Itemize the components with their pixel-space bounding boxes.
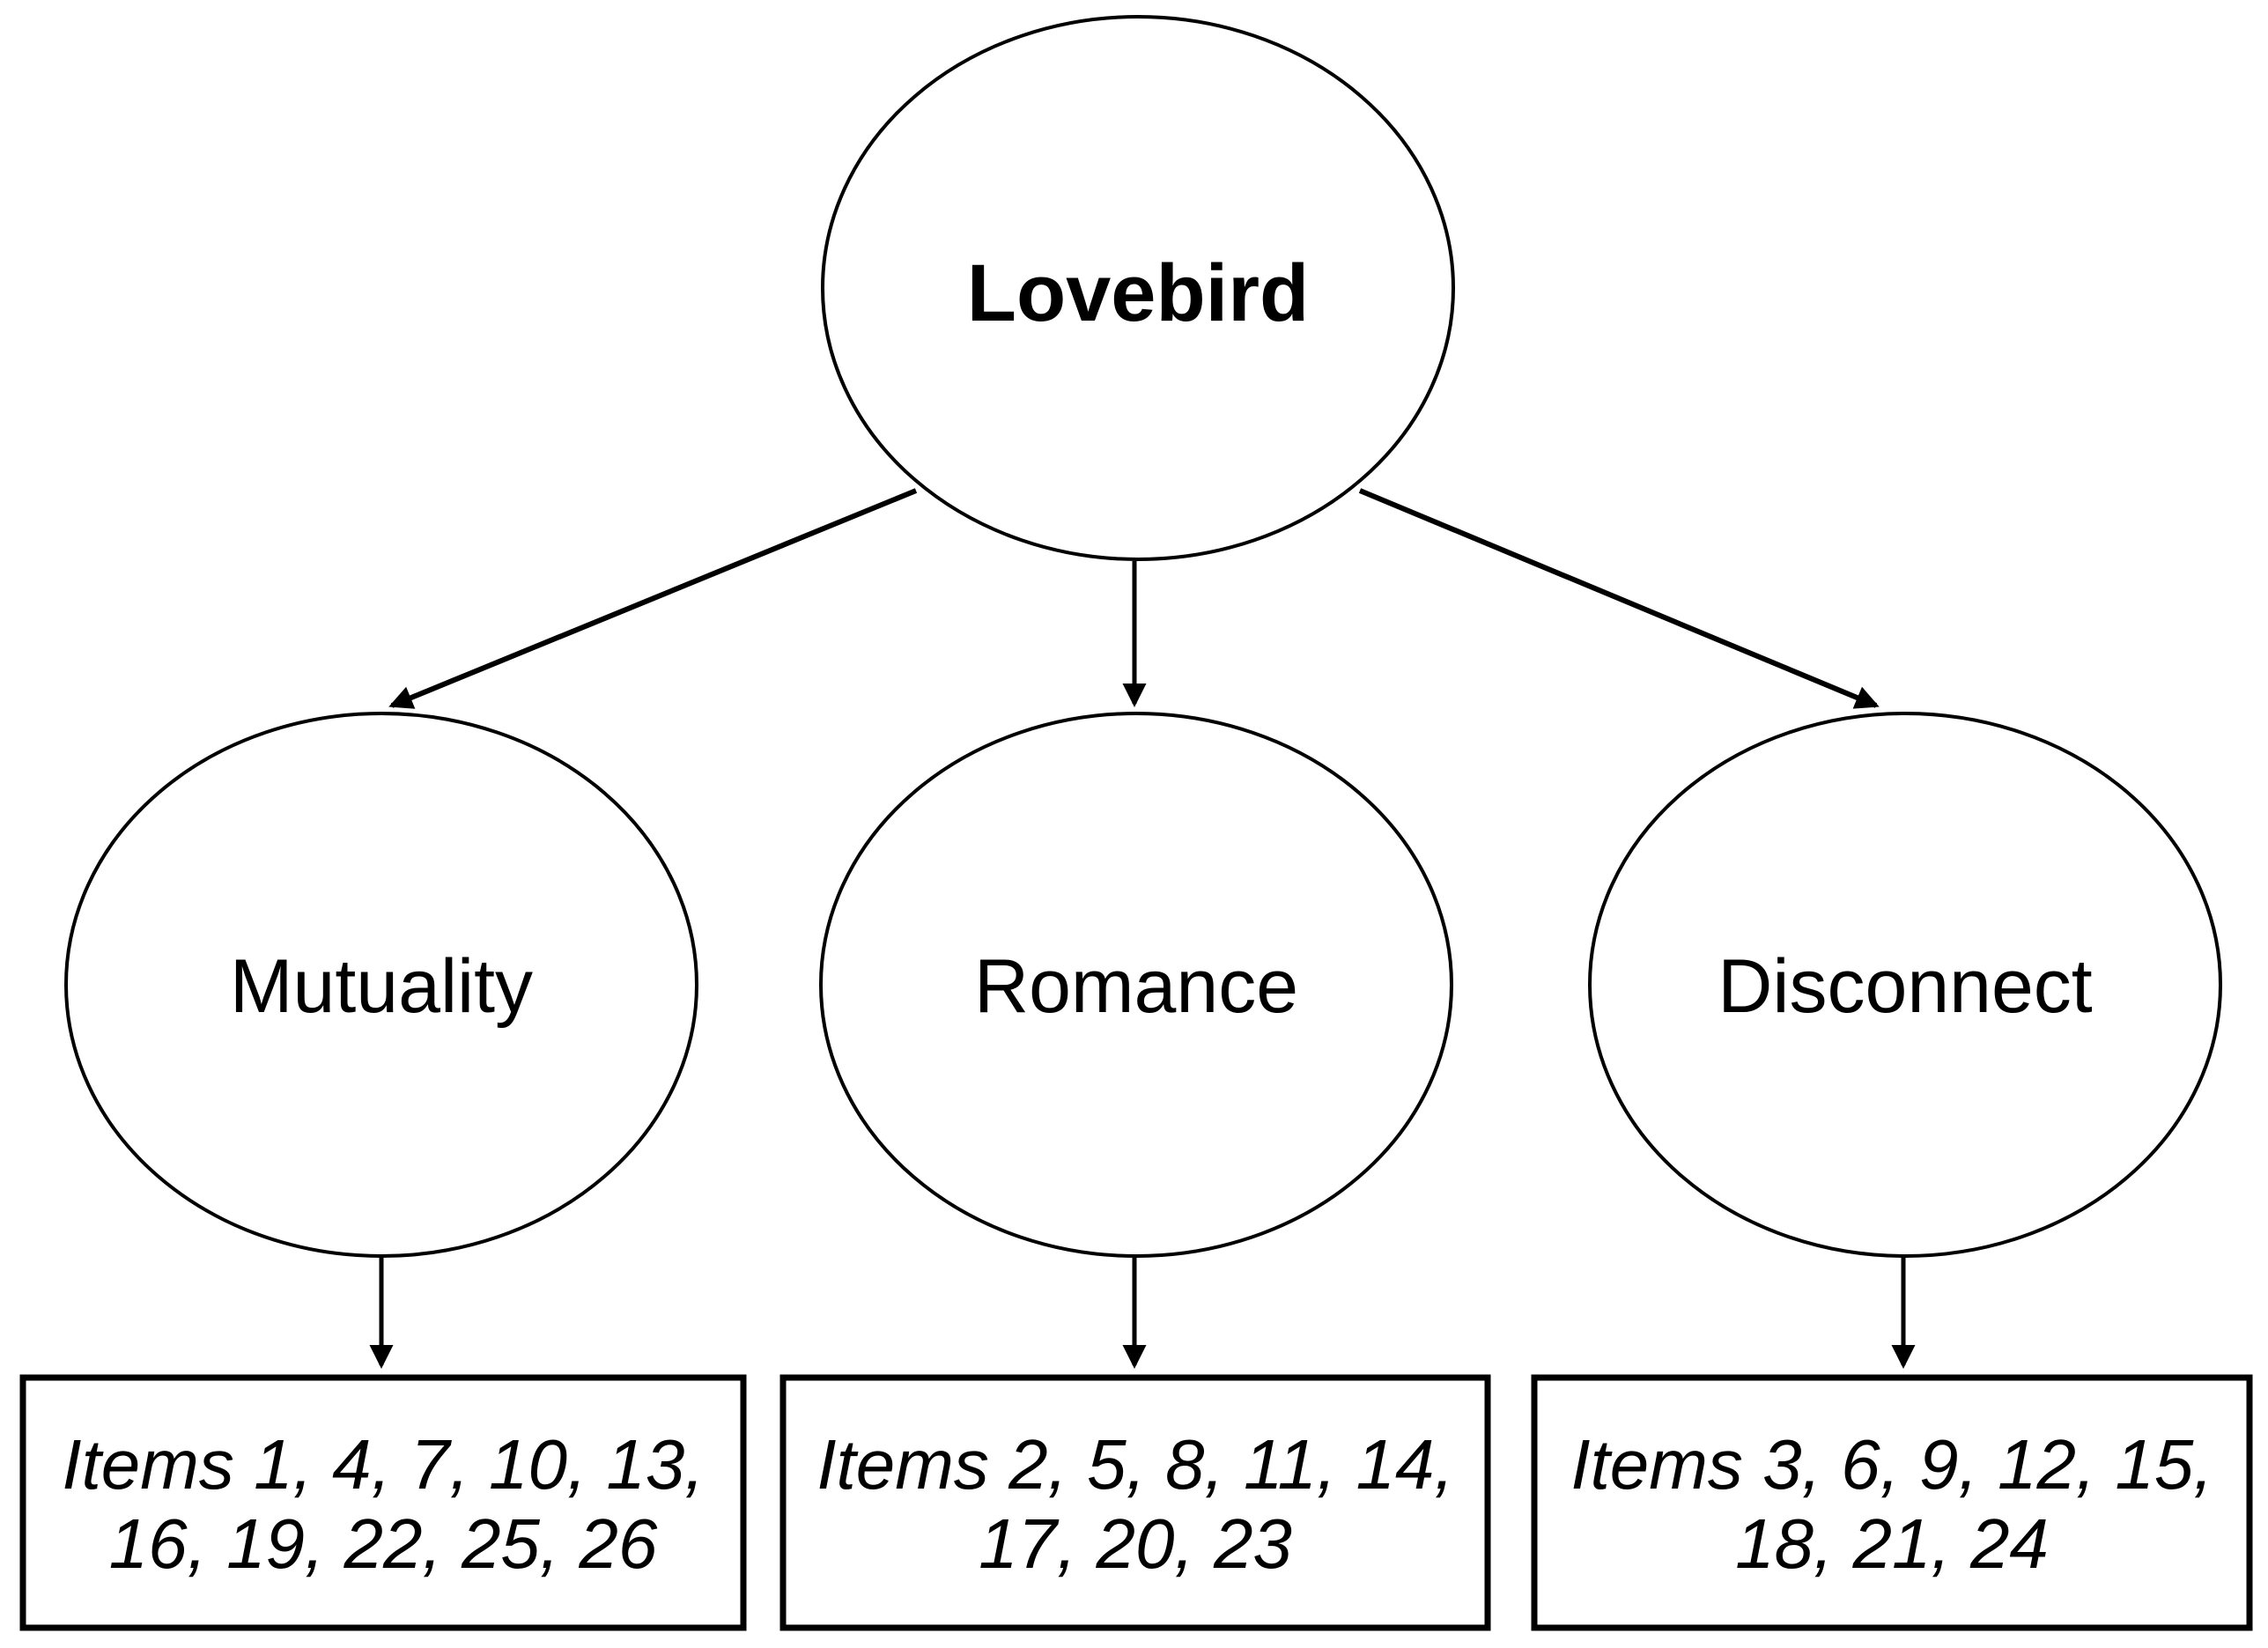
node-mutuality: Mutuality xyxy=(64,712,698,1258)
arrow-root-to-mutuality xyxy=(388,488,918,709)
romance-items-line1: Items 2, 5, 8, 11, 14, xyxy=(816,1425,1453,1504)
items-box-romance: Items 2, 5, 8, 11, 14, 17, 20, 23 xyxy=(779,1374,1491,1631)
root-node-circle xyxy=(821,15,1455,561)
disconnect-node-circle xyxy=(1588,712,2222,1258)
mutuality-items-rect xyxy=(19,1374,747,1631)
arrow-root-to-disconnect xyxy=(1358,488,1880,709)
items-box-mutuality: Items 1, 4, 7, 10, 13, 16, 19, 22, 25, 2… xyxy=(19,1374,747,1631)
mutuality-node-label: Mutuality xyxy=(230,944,533,1029)
node-romance: Romance xyxy=(819,712,1453,1258)
mutuality-items-line1: Items 1, 4, 7, 10, 13, xyxy=(62,1425,704,1504)
romance-node-label: Romance xyxy=(974,944,1298,1029)
disconnect-items-rect xyxy=(1531,1374,2253,1631)
node-root: Lovebird xyxy=(821,15,1455,561)
mutuality-items-line2: 16, 19, 22, 25, 26 xyxy=(109,1504,658,1583)
romance-items-rect xyxy=(779,1374,1491,1631)
edges-root-to-factors xyxy=(388,488,1880,709)
node-disconnect: Disconnect xyxy=(1588,712,2222,1258)
edges-factors-to-items xyxy=(369,1256,1916,1370)
disconnect-items-line2: 18, 21, 24 xyxy=(1735,1504,2049,1583)
romance-node-circle xyxy=(819,712,1453,1258)
disconnect-node-label: Disconnect xyxy=(1718,944,2093,1029)
items-box-disconnect: Items 3, 6, 9, 12, 15, 18, 21, 24 xyxy=(1531,1374,2253,1631)
disconnect-items-line1: Items 3, 6, 9, 12, 15, xyxy=(1570,1425,2213,1504)
romance-items-line2: 17, 20, 23 xyxy=(979,1504,1292,1583)
mutuality-node-circle xyxy=(64,712,698,1258)
root-node-label: Lovebird xyxy=(967,248,1309,338)
